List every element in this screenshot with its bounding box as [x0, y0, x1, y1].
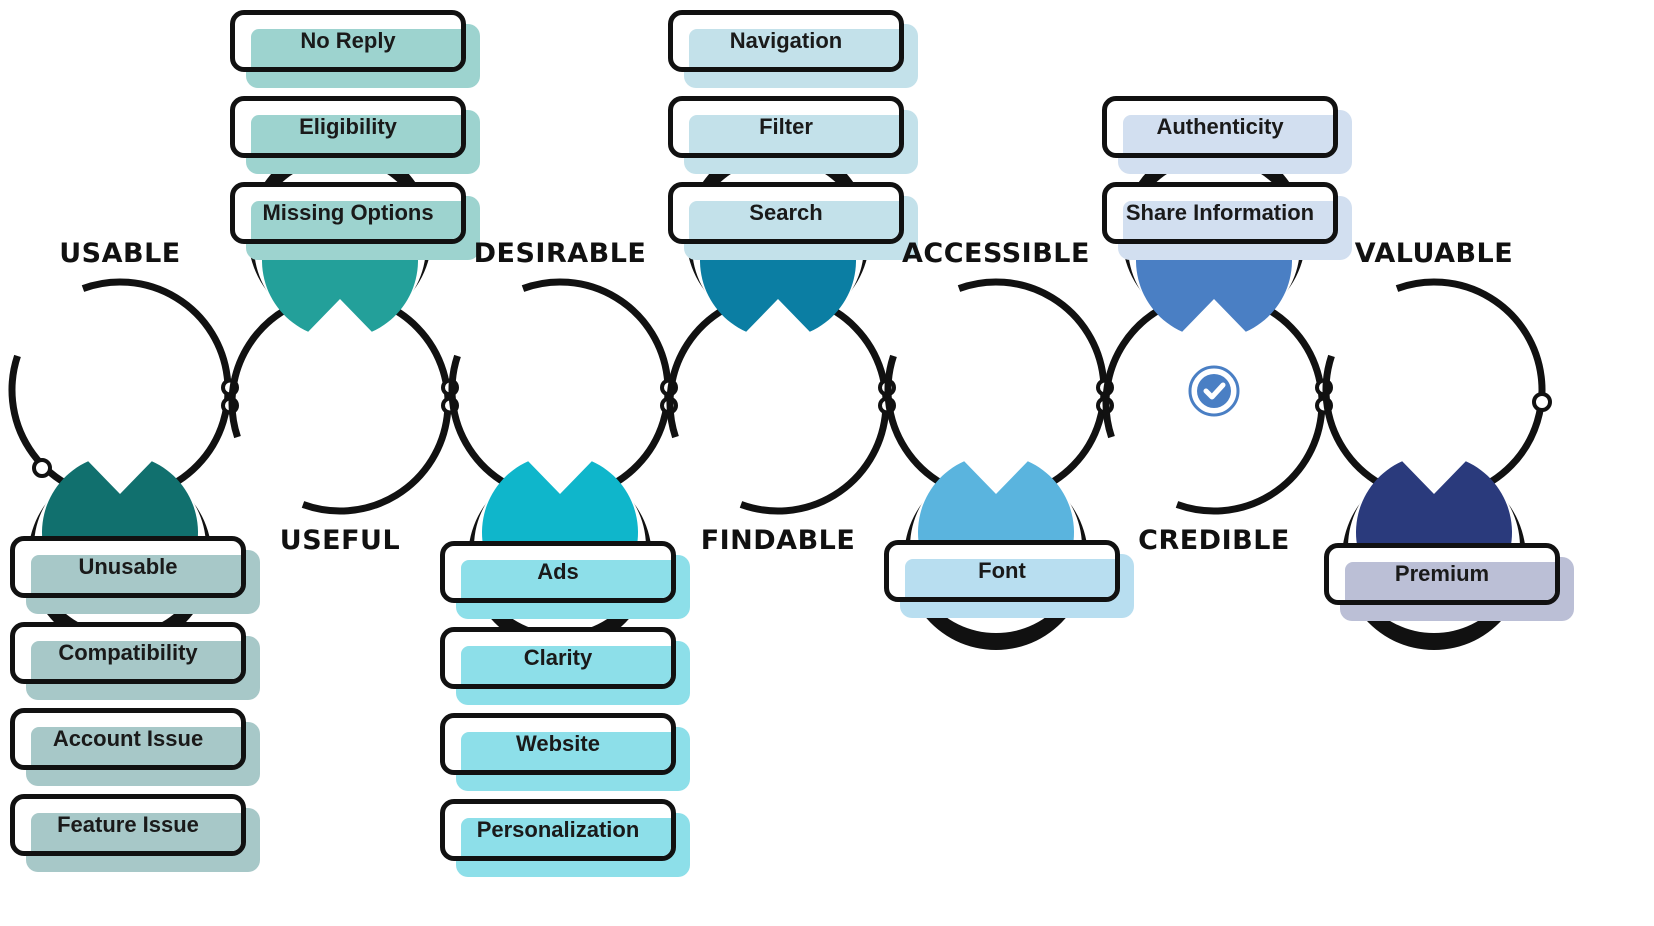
search-icon	[740, 365, 818, 443]
tag-box: Unusable	[10, 536, 246, 598]
tag-ads: Ads	[440, 541, 690, 619]
tag-box: Eligibility	[230, 96, 466, 158]
tag-fill	[905, 559, 1115, 597]
tag-fill	[689, 201, 899, 239]
tag-fill	[251, 29, 461, 67]
tag-feature-issue: Feature Issue	[10, 794, 260, 872]
tag-missing-options: Missing Options	[230, 182, 480, 260]
tag-box: Filter	[668, 96, 904, 158]
tag-fill	[1345, 562, 1555, 600]
tag-label: Account Issue	[52, 726, 204, 751]
tag-label: Feature Issue	[57, 812, 199, 837]
tag-fill	[461, 560, 671, 598]
tag-box: Account Issue	[10, 708, 246, 770]
dollar-icon	[1397, 329, 1471, 451]
tag-fill	[689, 115, 899, 153]
tag-fill	[461, 818, 671, 856]
credible-outer-ring	[1102, 291, 1326, 515]
tag-box: Compatibility	[10, 622, 246, 684]
tag-label: Filter	[759, 114, 813, 139]
tag-fill	[31, 641, 241, 679]
tag-account-issue: Account Issue	[10, 708, 260, 786]
tag-label: Clarity	[523, 645, 593, 670]
tag-fill	[689, 29, 899, 67]
tag-box: Website	[440, 713, 676, 775]
tag-label: Search	[749, 200, 823, 225]
tag-label: Missing Options	[262, 200, 434, 225]
tag-box: Premium	[1324, 543, 1560, 605]
tag-box: Font	[884, 540, 1120, 602]
tag-box: Share Information	[1102, 182, 1338, 244]
tag-label: Compatibility	[58, 640, 198, 665]
tag-label: Eligibility	[299, 114, 397, 139]
useful-heading: USEFUL	[279, 525, 401, 556]
tag-fill	[31, 727, 241, 765]
tag-label: Website	[516, 731, 600, 756]
usable-outer-ring	[8, 278, 232, 502]
tag-fill	[31, 813, 241, 851]
useful-outer-ring	[228, 291, 452, 515]
accessible-outer-ring	[884, 278, 1108, 502]
ring-end-dot	[32, 458, 52, 478]
desirable-outer-ring	[448, 278, 672, 502]
tag-compatibility: Compatibility	[10, 622, 260, 700]
tag-label: Share Information	[1125, 200, 1315, 225]
findable-outer-ring	[666, 291, 890, 515]
tag-fill	[251, 115, 461, 153]
valuable-heading: VALUABLE	[1354, 238, 1514, 269]
tag-personalization: Personalization	[440, 799, 690, 877]
tag-fill	[1123, 201, 1333, 239]
tag-no-reply: No Reply	[230, 10, 480, 88]
tag-box: Feature Issue	[10, 794, 246, 856]
tag-label: No Reply	[300, 28, 396, 53]
tag-search: Search	[668, 182, 918, 260]
tag-box: Missing Options	[230, 182, 466, 244]
tag-label: Authenticity	[1156, 114, 1284, 139]
tag-website: Website	[440, 713, 690, 791]
tag-box: Personalization	[440, 799, 676, 861]
tag-fill	[461, 732, 671, 770]
tag-label: Personalization	[476, 817, 640, 842]
tag-label: Font	[978, 558, 1026, 583]
tag-clarity: Clarity	[440, 627, 690, 705]
tag-label: Navigation	[729, 28, 843, 53]
tag-box: Ads	[440, 541, 676, 603]
tag-unusable: Unusable	[10, 536, 260, 614]
tag-fill	[251, 201, 461, 239]
accessible-heading: ACCESSIBLE	[902, 238, 1090, 269]
ring-end-dot	[1532, 392, 1552, 412]
tag-filter: Filter	[668, 96, 918, 174]
valuable-outer-ring	[1322, 278, 1546, 502]
tag-authenticity: Authenticity	[1102, 96, 1352, 174]
credible-heading: CREDIBLE	[1138, 525, 1290, 556]
tag-eligibility: Eligibility	[230, 96, 480, 174]
tag-box: Navigation	[668, 10, 904, 72]
findable-heading: FINDABLE	[700, 525, 856, 556]
tag-fill	[461, 646, 671, 684]
thumbs-up-icon	[294, 348, 392, 447]
tag-fill	[31, 555, 241, 593]
tag-label: Unusable	[78, 554, 178, 579]
usable-heading: USABLE	[59, 238, 181, 269]
desirable-heading: DESIRABLE	[473, 238, 647, 269]
tag-label: Ads	[537, 559, 579, 584]
tag-box: Authenticity	[1102, 96, 1338, 158]
award-ribbon-icon	[1176, 359, 1252, 463]
heart-icon	[510, 351, 610, 432]
tag-premium: Premium	[1324, 543, 1574, 621]
tag-box: Clarity	[440, 627, 676, 689]
tag-box: Search	[668, 182, 904, 244]
tag-navigation: Navigation	[668, 10, 918, 88]
tag-fill	[1123, 115, 1333, 153]
tag-label: Premium	[1394, 561, 1490, 586]
touch-icon	[80, 338, 156, 458]
accessibility-icon	[950, 337, 1042, 440]
tag-box: No Reply	[230, 10, 466, 72]
tag-font: Font	[884, 540, 1134, 618]
tag-share-information: Share Information	[1102, 182, 1352, 260]
